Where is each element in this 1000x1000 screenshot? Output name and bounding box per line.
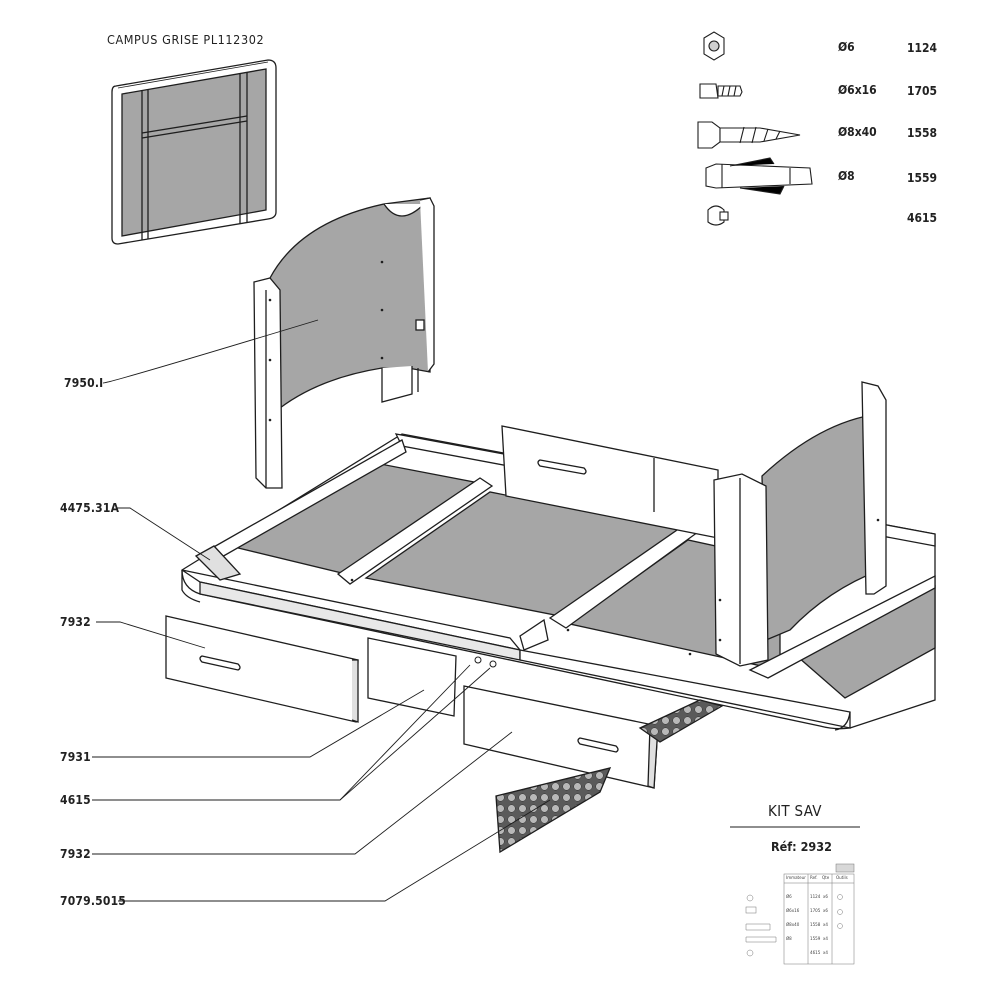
part-label-4615: 4615 — [60, 793, 91, 807]
mini-row-3-size: Ø8x40 — [786, 923, 800, 928]
part-label-7932-right: 7932 — [60, 847, 91, 861]
mini-row-2-code: 1705 — [810, 909, 821, 914]
bolt-icon — [699, 83, 743, 99]
mini-row-4-code: 1559 — [810, 937, 821, 942]
kit-ref: Réf: 2932 — [771, 839, 832, 854]
hardware-size-1: Ø6 — [838, 40, 855, 54]
hardware-size-3: Ø8x40 — [838, 125, 877, 139]
perforated-panel — [495, 699, 724, 854]
nut-icon — [703, 31, 725, 61]
front-drawer-right — [463, 685, 659, 789]
leader-lines — [92, 319, 551, 902]
mini-row-2-qty: x6 — [823, 909, 828, 914]
mini-header-3: Qte — [822, 876, 830, 881]
hardware-code-5: 4615 — [907, 211, 938, 225]
drawer-end-plate — [367, 637, 457, 717]
mini-row-3-qty: x4 — [823, 923, 828, 928]
hardware-code-2: 1705 — [907, 84, 938, 98]
hardware-size-4: Ø8 — [838, 169, 855, 183]
mini-row-5-qty: x4 — [823, 951, 828, 956]
curved-back-panel — [253, 197, 435, 489]
mini-row-3-code: 1558 — [810, 923, 821, 928]
panel-outline-drawing — [111, 59, 277, 245]
mini-header-1: Immateur — [786, 876, 806, 881]
mini-row-1-qty: x6 — [823, 895, 828, 900]
mini-header-4: Outils — [836, 876, 848, 881]
curved-side-panel — [713, 381, 887, 667]
hardware-code-4: 1559 — [907, 171, 938, 185]
cap-parts — [474, 656, 497, 668]
mini-row-5-code: 4615 — [810, 951, 821, 956]
part-label-7950: 7950.I — [64, 376, 104, 390]
kit-mini-table — [745, 863, 855, 965]
hardware-code-1: 1124 — [907, 41, 938, 55]
hardware-size-2: Ø6x16 — [838, 83, 877, 97]
part-label-4475: 4475.31A — [60, 501, 120, 515]
rivet-dots — [268, 260, 880, 656]
kit-title: KIT SAV — [768, 802, 822, 820]
mini-row-4-size: Ø8 — [786, 937, 792, 942]
hardware-code-3: 1558 — [907, 126, 938, 140]
mini-header-2: Ref. — [810, 876, 818, 881]
page-title: CAMPUS GRISE PL112302 — [107, 32, 265, 47]
part-label-7079: 7079.5015 — [60, 894, 126, 908]
mini-row-1-code: 1124 — [810, 895, 821, 900]
part-label-7932-left: 7932 — [60, 615, 91, 629]
cap-icon — [707, 205, 729, 226]
wood-screw-icon — [697, 121, 801, 149]
mini-row-4-qty: x4 — [823, 937, 828, 942]
part-label-7931: 7931 — [60, 750, 91, 764]
front-drawer-left — [165, 615, 359, 723]
wall-plug-icon — [705, 157, 813, 195]
mini-row-2-size: Ø6x16 — [786, 909, 800, 914]
mini-row-1-size: Ø6 — [786, 895, 792, 900]
